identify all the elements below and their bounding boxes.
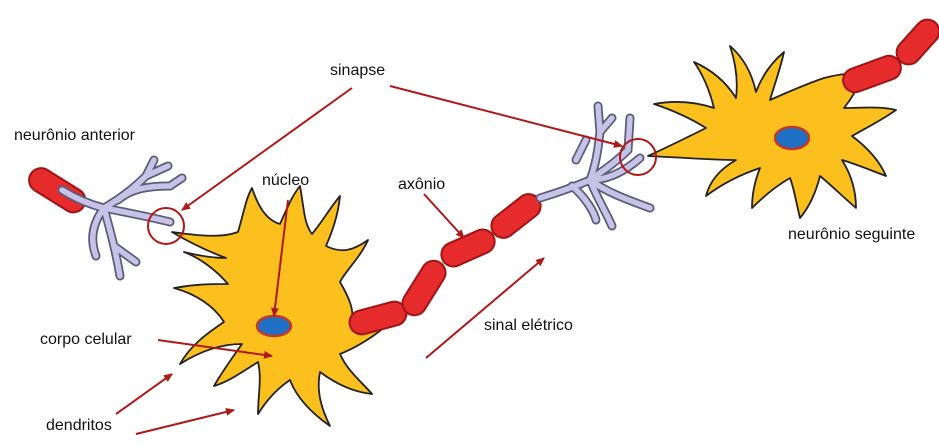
arrow-dendrite-upper: [116, 374, 172, 414]
label-synapse: sinapse: [330, 62, 385, 80]
main-nucleus: [257, 316, 291, 336]
label-axon: axônio: [398, 176, 445, 194]
label-next-neuron: neurônio seguinte: [788, 226, 915, 244]
label-nucleus: núcleo: [262, 172, 309, 190]
main-axon: [347, 189, 546, 337]
label-cell-body: corpo celular: [40, 331, 132, 349]
label-previous-neuron: neurônio anterior: [14, 127, 135, 145]
synapse-circle-left: [148, 208, 184, 244]
label-electrical-signal: sinal elétrico: [484, 317, 573, 335]
axon-segment-1: [347, 299, 409, 337]
previous-neuron: [25, 160, 182, 276]
axon-segment-2: [398, 256, 450, 320]
label-dendrites: dendritos: [46, 417, 112, 435]
previous-axon-segment: [25, 164, 90, 217]
arrow-synapse-left: [182, 88, 352, 210]
next-nucleus: [775, 127, 809, 149]
arrow-axon: [424, 194, 464, 238]
axon-segment-3: [438, 226, 499, 271]
arrow-synapse-right: [390, 86, 622, 146]
pointer-arrows: [116, 86, 622, 434]
next-axon-segment-1: [840, 52, 905, 95]
next-neuron: [648, 15, 939, 218]
arrow-dendrite-lower: [136, 410, 234, 434]
previous-axon-terminals-fill: [62, 160, 182, 276]
